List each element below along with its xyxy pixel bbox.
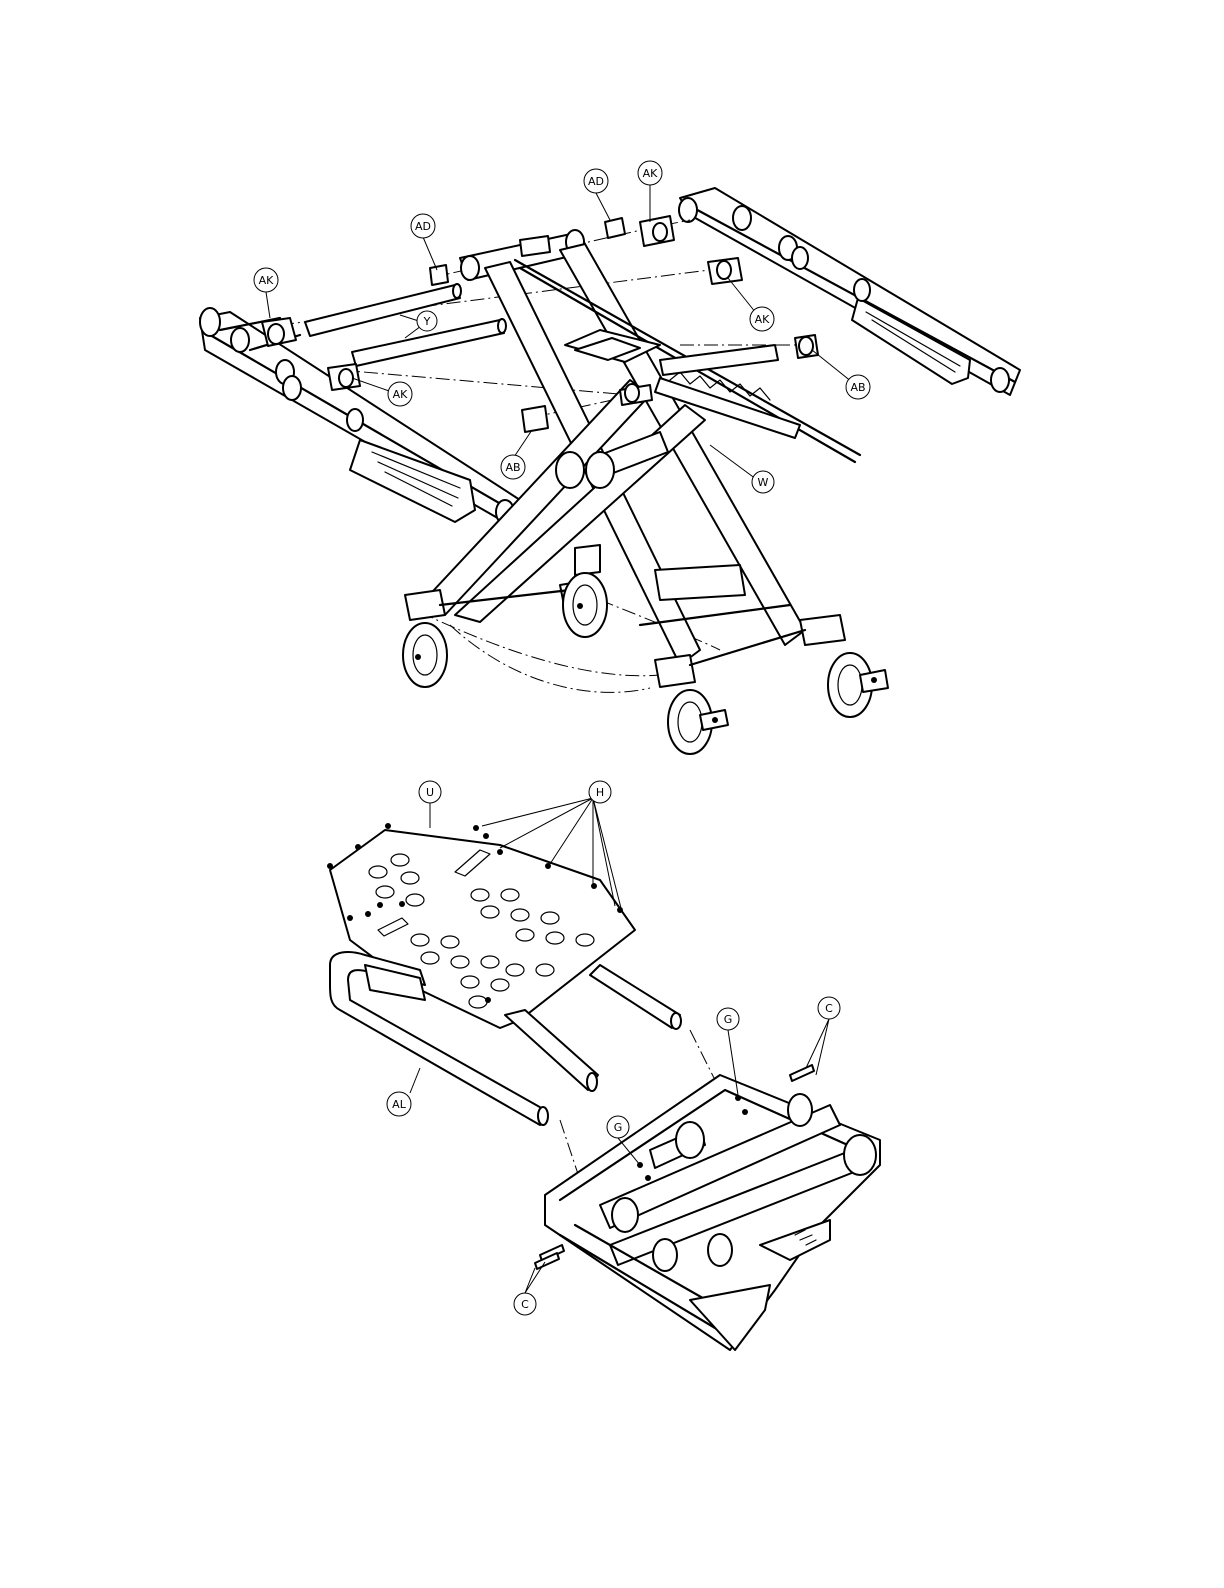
callout-ak-right: AK (750, 307, 774, 331)
caster-rear-left (563, 573, 607, 637)
callout-ak-left: AK (254, 268, 278, 292)
caster-front-left (403, 623, 447, 687)
lower-axis-line-2 (690, 1030, 715, 1080)
callout-h: H (589, 781, 611, 803)
svg-text:C: C (521, 1298, 529, 1311)
callout-ak-center: AK (388, 382, 412, 406)
callout-al: AL (387, 1092, 411, 1116)
svg-text:G: G (724, 1013, 733, 1026)
cross-tubes (305, 284, 506, 366)
callout-c-top: C (818, 997, 840, 1019)
callout-ad-top-left: AD (411, 214, 435, 238)
callout-ab-left: AB (501, 455, 525, 479)
caster-front-right (668, 690, 728, 754)
svg-text:H: H (596, 786, 604, 799)
callout-g-lower: G (607, 1116, 629, 1138)
svg-text:Y: Y (423, 315, 431, 328)
callout-y: Y (417, 311, 437, 331)
callout-ad-top-right: AD (584, 169, 608, 193)
svg-text:U: U (426, 786, 434, 799)
lower-assembly: U H G C G AL C (327, 781, 880, 1350)
svg-text:AB: AB (505, 461, 520, 474)
svg-text:AK: AK (259, 274, 275, 287)
deck-plate (330, 830, 635, 1028)
svg-text:AD: AD (415, 220, 431, 233)
ab-part-left (522, 406, 548, 432)
svg-text:AB: AB (850, 381, 865, 394)
svg-text:C: C (825, 1002, 833, 1015)
callout-c-bottom: C (514, 1293, 536, 1315)
caster-rear-right (828, 653, 888, 717)
svg-text:AD: AD (588, 175, 604, 188)
svg-text:AL: AL (392, 1098, 407, 1111)
callout-w: W (752, 471, 774, 493)
svg-text:AK: AK (393, 388, 409, 401)
svg-text:G: G (614, 1121, 623, 1134)
callout-g-top: G (717, 1008, 739, 1030)
callout-ak-top-right: AK (638, 161, 662, 185)
x-frame-tubes (420, 244, 805, 665)
head-section-frame (545, 1075, 880, 1350)
svg-text:AK: AK (643, 167, 659, 180)
svg-text:AK: AK (755, 313, 771, 326)
callout-ab-right: AB (846, 375, 870, 399)
upper-assembly: AD AD AK AK Y AK AK AB (200, 161, 1020, 754)
callout-u: U (419, 781, 441, 803)
svg-text:W: W (758, 476, 769, 489)
lower-axis-line-1 (560, 1120, 580, 1180)
